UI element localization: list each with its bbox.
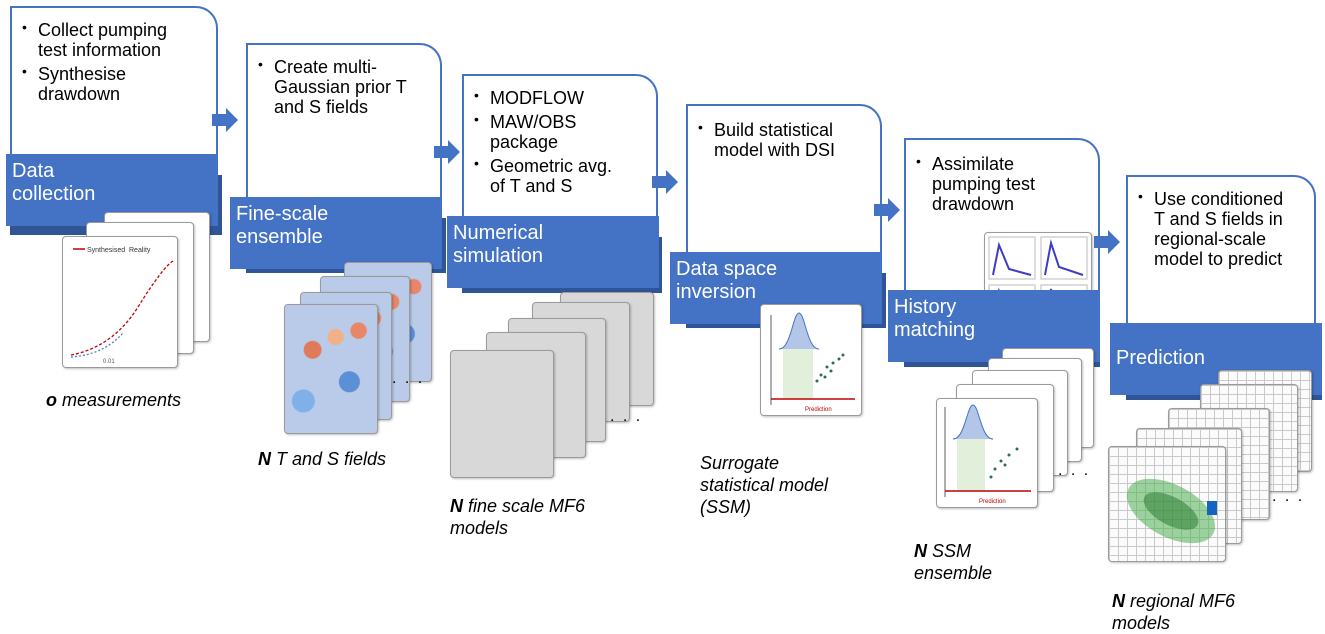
ellipsis: . . . [610, 408, 643, 425]
caption-history-matching: N SSM ensemble [914, 541, 993, 583]
bullet: •Assimilate pumping test drawdown [916, 153, 1036, 214]
bullet: •Collect pumping test information [22, 19, 168, 60]
flow-arrow-icon [1094, 230, 1120, 254]
bullet: •Synthesise drawdown [22, 63, 127, 104]
mf6-model-thumbnail [450, 350, 554, 478]
ellipsis: . . . [1058, 462, 1091, 479]
distribution-plot-icon: Prediction [770, 312, 855, 413]
bullet: •Build statistical model with DSI [698, 119, 836, 160]
flow-arrow-icon [874, 198, 900, 222]
bullet: •MODFLOW [474, 87, 584, 108]
drawdown-curve-icon: Synthesised Reality 0.01 [70, 247, 174, 365]
flow-arrow-icon [434, 140, 460, 164]
workflow-diagram: •Collect pumping test information •Synth… [6, 6, 1322, 633]
legend-synthesised: Synthesised [87, 247, 125, 254]
bullet: •MAW/OBS package [474, 111, 577, 152]
x-tick: 0.01 [103, 359, 115, 365]
step-card-numerical-simulation: •MODFLOW •MAW/OBS package •Geometric avg… [462, 74, 658, 216]
ssm-distribution-thumbnail: Prediction [760, 304, 862, 416]
prediction-axis-label: Prediction [805, 407, 832, 413]
step-bar-numerical-simulation: Numerical simulation [447, 216, 659, 288]
flow-arrow-icon [212, 108, 238, 132]
ssm-ensemble-thumbnail: Prediction [936, 398, 1038, 508]
distribution-plot-icon: Prediction [944, 404, 1031, 505]
ellipsis: . . . [1272, 488, 1305, 505]
plume-map-icon [1126, 478, 1217, 544]
regional-model-thumbnail [1108, 446, 1226, 562]
legend-reality: Reality [129, 247, 151, 254]
bullet: •Geometric avg. of T and S [474, 155, 613, 196]
step-bar-history-matching: History matching [888, 290, 1100, 362]
caption-data-collection: o measurements [46, 390, 182, 410]
caption-prediction: N regional MF6 models [1112, 591, 1236, 633]
caption-fine-scale-ensemble: N T and S fields [258, 449, 387, 469]
caption-numerical-simulation: N fine scale MF6 models [450, 496, 586, 538]
ellipsis: . . . [392, 370, 425, 387]
bullet: •Use conditioned T and S fields in regio… [1138, 188, 1284, 269]
drawdown-plot-thumbnail: Synthesised Reality 0.01 [62, 236, 178, 368]
prediction-axis-label: Prediction [979, 499, 1006, 505]
step-bar-fine-scale-ensemble: Fine-scale ensemble [230, 197, 442, 269]
step-card-data-space-inversion: •Build statistical model with DSI [686, 104, 882, 252]
flow-arrow-icon [652, 170, 678, 194]
step-card-prediction: •Use conditioned T and S fields in regio… [1126, 175, 1316, 323]
field-map-thumbnail [284, 304, 378, 434]
step-card-fine-scale-ensemble: •Create multi- Gaussian prior T and S fi… [246, 43, 442, 197]
bullet: •Create multi- Gaussian prior T and S fi… [258, 56, 407, 117]
step-card-data-collection: •Collect pumping test information •Synth… [10, 6, 218, 154]
caption-data-space-inversion: Surrogate statistical model (SSM) [700, 453, 829, 517]
